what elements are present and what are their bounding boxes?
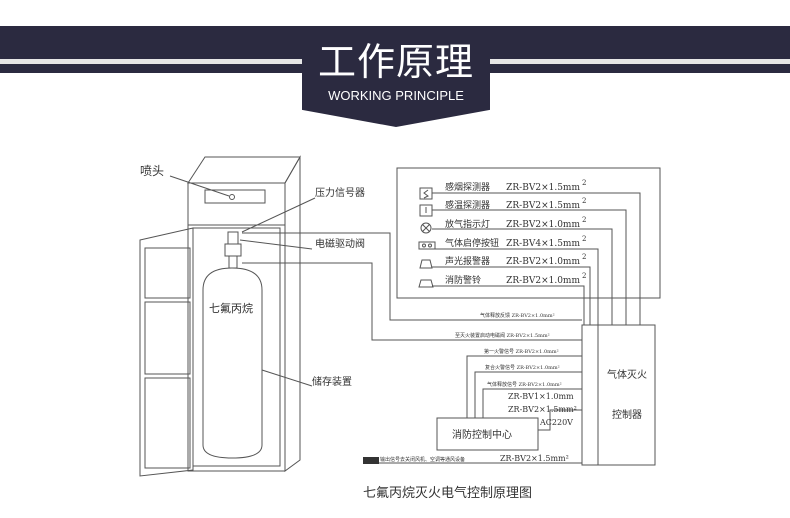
start-stop-button-icon: [418, 241, 436, 250]
section-title: 工作原理: [317, 40, 474, 84]
label-agent: 七氟丙烷: [209, 301, 253, 315]
device-spec-sup: 2: [582, 272, 586, 280]
nozzle-leader: [169, 175, 230, 197]
device-spec: ZR-BV2×1.0mm: [506, 257, 580, 267]
device-row-alarm: 声光报警器 ZR-BV2×1.0mm 2: [419, 253, 591, 325]
label-nozzle: 喷头: [140, 164, 164, 178]
device-spec: ZR-BV2×1.0mm: [506, 276, 580, 286]
output-signal-spec: ZR-BV2×1.5mm²: [500, 454, 569, 463]
power-voltage: AC220V: [539, 418, 573, 427]
device-spec: ZR-BV4×1.5mm: [506, 239, 580, 249]
device-spec: ZR-BV2×1.5mm: [506, 183, 580, 193]
header-stripe-right: [490, 59, 790, 64]
device-spec: ZR-BV2×1.0mm: [506, 220, 580, 230]
device-label: 放气指示灯: [445, 218, 490, 230]
device-rows: 感烟探测器 ZR-BV2×1.5mm 2 感温探测器 ZR-BV2×1.5mm …: [418, 179, 641, 325]
label-storage: 储存装置: [312, 375, 352, 388]
output-terminal-icon: [363, 457, 379, 464]
device-spec-sup: 2: [582, 197, 586, 205]
device-label: 声光报警器: [445, 255, 490, 267]
device-row-button: 气体启停按钮 ZR-BV4×1.5mm 2: [418, 235, 599, 325]
power-cable-1: ZR-BV1×1.0mm: [508, 392, 574, 401]
device-spec-sup: 2: [582, 253, 586, 261]
device-row-lamp: 放气指示灯 ZR-BV2×1.0mm 2: [420, 216, 613, 325]
header-stripe-left: [0, 59, 302, 64]
fire-bell-icon: [418, 279, 434, 288]
cabinet-door: [139, 227, 194, 477]
field-devices-box: [396, 167, 661, 299]
device-label: 感温探测器: [445, 199, 490, 211]
section-subtitle: WORKING PRINCIPLE: [328, 88, 464, 103]
agent-cylinder: [202, 231, 263, 459]
label-pressure-switch: 压力信号器: [315, 186, 365, 199]
controller-label-1: 气体灭火: [607, 368, 647, 381]
device-spec-sup: 2: [582, 179, 586, 187]
controller-label-2: 控制器: [612, 408, 642, 421]
wire-label: 气体释放信号 ZR-BV2×1.0mm²: [487, 381, 562, 388]
storage-leader: [261, 369, 313, 387]
fire-control-center-box: [436, 417, 539, 451]
device-spec-sup: 2: [582, 235, 586, 243]
device-spec: ZR-BV2×1.5mm: [506, 201, 580, 211]
device-row-smoke: 感烟探测器 ZR-BV2×1.5mm 2: [419, 179, 641, 325]
section-title-badge: 工作原理 WORKING PRINCIPLE: [302, 26, 490, 127]
wire-label: 至灭火装置启动电磁阀 ZR-BV2×1.5mm²: [455, 332, 550, 339]
storage-cabinet: [187, 155, 301, 472]
solenoid-leader: [239, 239, 313, 250]
device-label: 消防警铃: [445, 274, 481, 286]
device-label: 气体启停按钮: [445, 237, 499, 249]
release-indicator-lamp-icon: [420, 222, 432, 234]
sound-light-alarm-icon: [419, 259, 433, 269]
device-row-heat: 感温探测器 ZR-BV2×1.5mm 2: [419, 197, 627, 325]
fire-control-center-label: 消防控制中心: [452, 428, 512, 441]
device-label: 感烟探测器: [445, 181, 490, 193]
wire-label: 气体释放反馈 ZR-BV2×1.0mm²: [480, 312, 555, 319]
device-spec-sup: 2: [582, 216, 586, 224]
device-row-bell: 消防警铃 ZR-BV2×1.0mm 2: [418, 272, 586, 325]
wire-label: 第一火警信号 ZR-BV2×1.0mm²: [484, 348, 559, 355]
label-solenoid-valve: 电磁驱动阀: [315, 237, 365, 250]
output-signal-label: 输出信号去关闭风机、空调等通风设备: [380, 456, 465, 463]
diagram-caption: 七氟丙烷灭火电气控制原理图: [363, 485, 532, 501]
gas-extinguishing-controller: [581, 324, 656, 466]
pressure-switch-leader: [241, 197, 316, 233]
wire-label: 复合火警信号 ZR-BV2×1.0mm²: [485, 364, 560, 371]
power-cable-2: ZR-BV2×1.5mm²: [508, 405, 577, 414]
